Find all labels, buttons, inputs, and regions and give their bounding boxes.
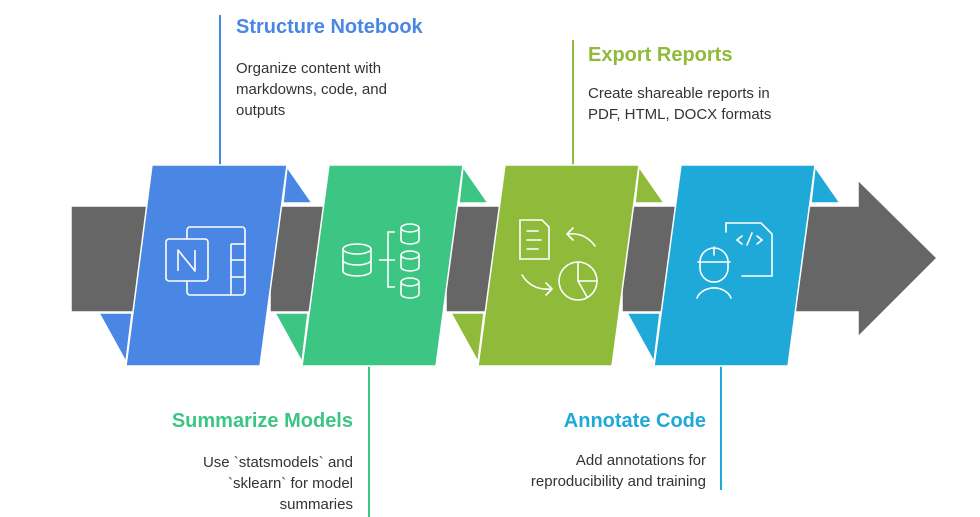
panel-annotate-code bbox=[653, 164, 816, 367]
step-desc-annotate-code: Add annotations for reproducibility and … bbox=[530, 452, 706, 490]
panel-folds bbox=[97, 164, 842, 365]
arrow-head bbox=[794, 178, 939, 339]
step-title-annotate-code: Annotate Code bbox=[563, 410, 706, 432]
step-desc-export-reports: Create shareable reports in PDF, HTML, D… bbox=[588, 85, 772, 123]
onenote-icon bbox=[165, 226, 246, 296]
step-title-structure-notebook: Structure Notebook bbox=[236, 16, 423, 38]
panel-export-reports bbox=[477, 164, 640, 367]
database-hierarchy-icon bbox=[342, 223, 420, 299]
step-title-export-reports: Export Reports bbox=[588, 44, 733, 66]
step-desc-summarize-models: Use `statsmodels` and `sklearn` for mode… bbox=[202, 454, 353, 513]
document-convert-chart-icon bbox=[519, 219, 598, 301]
step-desc-structure-notebook: Organize content with markdowns, code, a… bbox=[236, 60, 387, 119]
developer-code-icon bbox=[696, 222, 773, 299]
panel-summarize-models bbox=[301, 164, 464, 367]
step-title-summarize-models: Summarize Models bbox=[171, 410, 353, 432]
